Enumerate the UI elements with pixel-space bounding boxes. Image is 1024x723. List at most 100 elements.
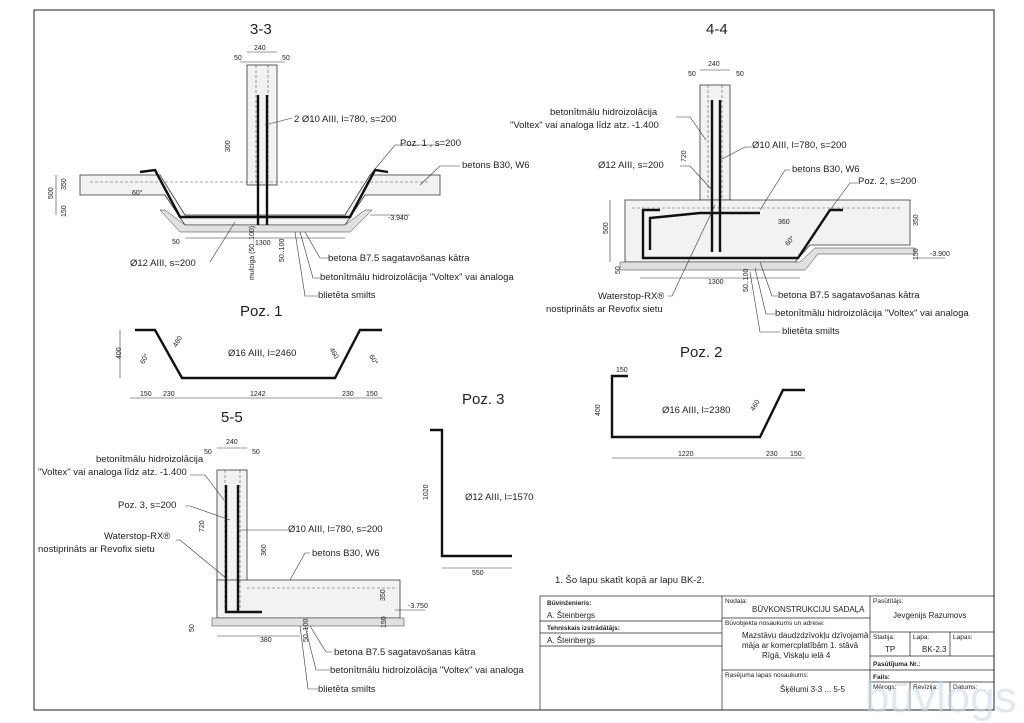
drawing-label: 360 (778, 219, 790, 226)
drawing-label: betona B7.5 sagatavošanas kātra (328, 253, 470, 264)
drawing-label: Poz. 1 , s=200 (400, 138, 461, 149)
poz-3-title: Poz. 3 (462, 391, 505, 408)
drawing-label: Šķēlumi 3-3 ... 5-5 (780, 685, 845, 694)
drawing-label: 1242 (250, 391, 266, 398)
drawing-label: 1220 (678, 451, 694, 458)
drawing-label: Ø10 AIII, l=780, s=200 (288, 524, 383, 535)
drawing-label: Mazstāvu daudzdzīvokļu dzīvojamā (742, 631, 869, 640)
drawing-label: Ø12 AIII, s=200 (598, 160, 664, 171)
drawing-label: Waterstop-RX® (104, 531, 170, 542)
sheet-note: 1. Šo lapu skatīt kopā ar lapu BK-2. (555, 575, 704, 586)
drawing-label: 150 (790, 451, 802, 458)
drawing-label: 60° (132, 189, 143, 197)
drawing-label: Tehniskais izstrādātājs: (547, 625, 620, 632)
drawing-label: 460 (328, 347, 340, 361)
drawing-label: nostiprināts ar Revofix sietu (38, 544, 155, 555)
drawing-label: Lapas: (953, 634, 973, 641)
drawing-label: Būvinženieris: (547, 600, 591, 607)
drawing-label: 150 (913, 248, 920, 260)
drawing-label: BK-2.3 (922, 645, 947, 654)
drawing-label: Pasūtītājs: (873, 598, 904, 605)
drawing-label: 50 (204, 449, 212, 456)
drawing-label: 500 (603, 222, 610, 234)
drawing-label: betonītmālu hidroizolācija (550, 107, 658, 118)
drawing-label: TP (885, 645, 895, 654)
section-4-4: 4-4 240 50 50 720 500 50 1300 50..100 36… (510, 21, 969, 337)
drawing-label: Jevgenijs Razumovs (893, 611, 966, 620)
drawing-label: 50 (282, 55, 290, 62)
drawing-label: betonītmālu hidroizolācija "Voltex" vai … (775, 308, 969, 319)
drawing-label: Lapa: (913, 634, 929, 641)
drawing-label: betona B7.5 sagatavošanas kātra (334, 647, 476, 658)
drawing-label: 350 (61, 178, 68, 190)
drawing-label: A. Šteinbergs (547, 636, 595, 645)
section-3-3-title: 3-3 (250, 21, 272, 38)
poz-1: Poz. 1 Ø16 AIII, l=2460 400 460 460 60° … (116, 303, 382, 399)
sheet-frame (33, 9, 995, 711)
drawing-label: Fails: (873, 674, 890, 681)
drawing-label: Poz. 3, s=200 (118, 500, 176, 511)
drawing-label: betonītmālu hidroizolācija "Voltex" vai … (330, 665, 524, 676)
drawing-label: -3.940 (388, 215, 408, 222)
drawing-label: 500 (48, 187, 55, 199)
drawing-label: betona B7.5 sagatavošanas kātra (778, 290, 920, 301)
drawing-label: betons B30, W6 (462, 160, 530, 171)
drawing-label: -3.900 (930, 251, 950, 258)
drawing-label: Nodaļa: (725, 598, 748, 605)
drawing-label: 2 Ø10 AIII, l=780, s=200 (294, 114, 396, 125)
drawing-label: 240 (226, 439, 238, 446)
drawing-label: 380 (260, 637, 272, 644)
drawing-label: 350 (913, 214, 920, 226)
drawing-label: 460 (172, 335, 184, 349)
drawing-label: 720 (681, 150, 688, 162)
drawing-label: Ø16 AIII, l=2380 (662, 405, 730, 416)
drawing-label: Rasējuma lapas nosaukums: (725, 672, 809, 679)
poz-2: Poz. 2 Ø16 AIII, l=2380 150 400 460 1220… (595, 344, 805, 459)
drawing-label: 230 (342, 391, 354, 398)
drawing-label: māja ar komercplatībām 1. stāvā (742, 641, 859, 650)
poz-3: Poz. 3 Ø12 AIII, l=1570 1020 550 (423, 391, 533, 577)
drawing-label: blietēta smilts (318, 290, 376, 301)
drawing-label: 1300 (255, 240, 271, 247)
drawing-label: Pasūtījuma Nr.: (873, 661, 920, 668)
drawing-label: Ø12 AIII, s=200 (130, 258, 196, 269)
drawing-label: betons B30, W6 (312, 548, 380, 559)
drawing-label: "Voltex" vai analoga līdz atz. -1.400 (38, 467, 187, 478)
drawing-label: 50 (234, 55, 242, 62)
drawing-label: betons B30, W6 (792, 164, 860, 175)
drawing-label: Waterstop-RX® (598, 291, 664, 302)
drawing-label: betonītmālu hidroizolācija "Voltex" vai … (320, 272, 514, 283)
drawing-label: 720 (199, 520, 206, 532)
drawing-label: 150 (616, 367, 628, 374)
drawing-label: -3.750 (408, 603, 428, 610)
drawing-label: 50..100 (743, 269, 750, 292)
drawing-label: A. Šteinbergs (547, 611, 595, 620)
drawing-label: 60° (367, 353, 379, 366)
drawing-label: mulciga (50..100) (249, 226, 256, 280)
drawing-label: blietēta smilts (782, 326, 840, 337)
drawing-label: 50 (688, 71, 696, 78)
section-3-3: 3-3 240 50 50 300 500 350 150 1300 60° 5… (48, 21, 530, 301)
drawing-label: 400 (595, 404, 602, 416)
drawing-label: nostiprināts ar Revofix sietu (546, 304, 663, 315)
drawing-label: "Voltex" vai analoga līdz atz. -1.400 (510, 120, 659, 131)
drawing-label: 550 (472, 570, 484, 577)
poz-1-title: Poz. 1 (240, 303, 283, 320)
drawing-label: 1020 (423, 484, 430, 500)
watermark-logo: būvlogs (865, 673, 1017, 722)
drawing-label: Rīgā, Viskaļu ielā 4 (762, 651, 831, 660)
drawing-label: Stadija: (873, 634, 895, 641)
drawing-label: Revīzija: (913, 684, 938, 691)
drawing-label: 400 (116, 347, 123, 359)
drawing-label: 50..100 (279, 239, 286, 262)
drawing-label: 460 (750, 399, 762, 413)
drawing-label: 50..100 (303, 619, 310, 642)
drawing-label: blietēta smilts (318, 684, 376, 695)
drawing-label: 240 (254, 45, 266, 52)
drawing-label: 360 (261, 544, 268, 556)
drawing-label: 150 (61, 205, 68, 217)
drawing-label: betonītmālu hidroizolācija (96, 454, 204, 465)
drawing-label: 50 (189, 624, 196, 632)
drawing-label: 150 (381, 616, 388, 628)
